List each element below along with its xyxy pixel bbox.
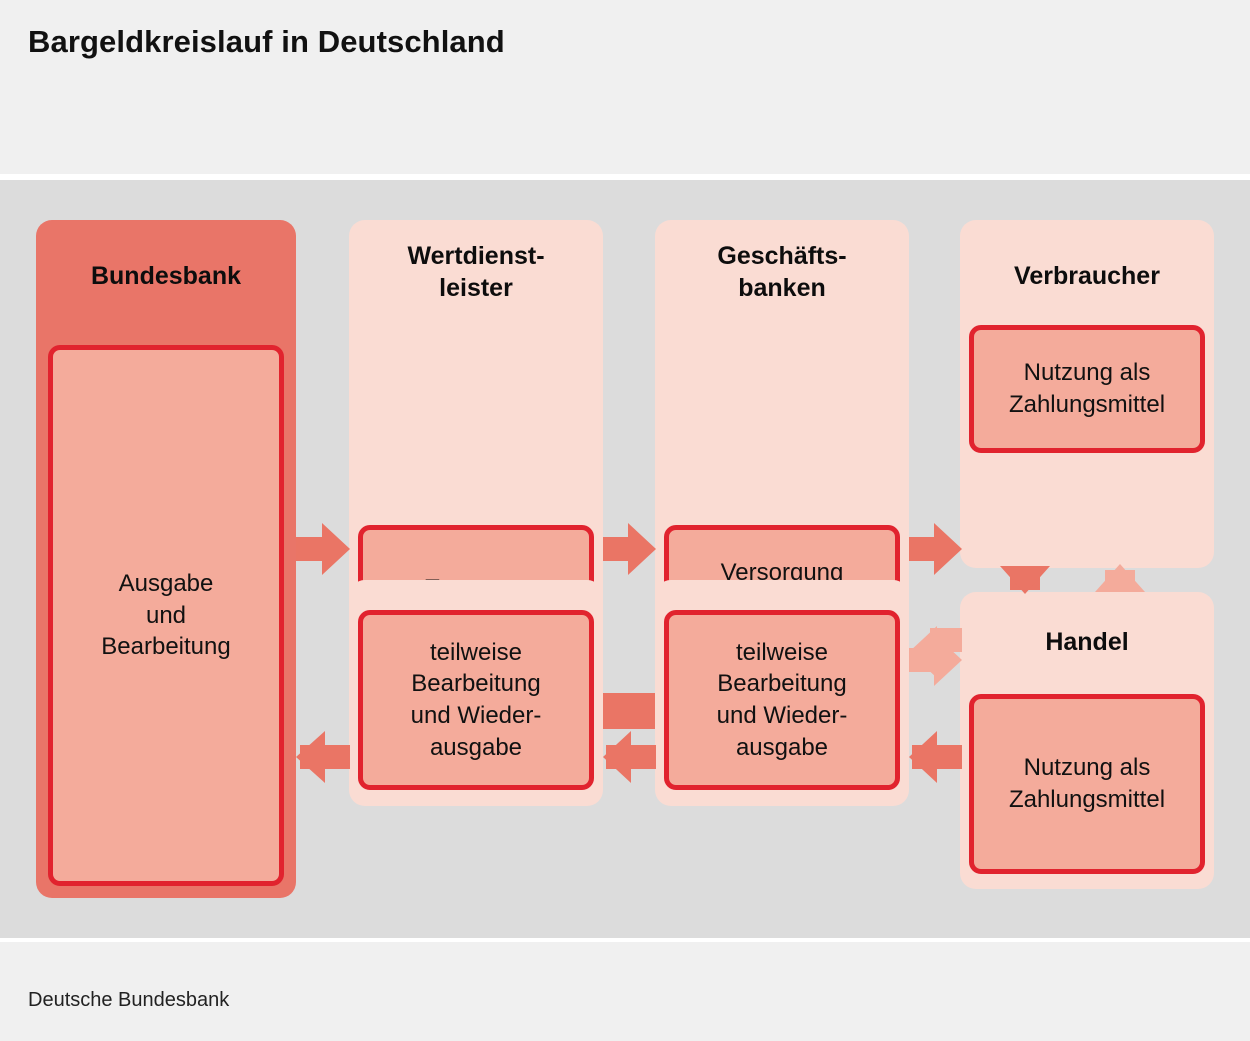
column-title-line: leister [439, 274, 513, 302]
header-band: Bargeldkreislauf in Deutschland [0, 0, 1250, 174]
column-title-line: Geschäfts- [717, 242, 847, 270]
column-title-line: banken [738, 274, 826, 302]
flow-verbraucher-to-handel [1000, 566, 1050, 594]
column-verbraucher[interactable]: Verbraucher Nutzung als Zahlungsmittel [960, 220, 1214, 568]
flow-handel-to-verbraucher [1095, 564, 1145, 592]
page-title: Bargeldkreislauf in Deutschland [28, 24, 505, 59]
box-verbraucher-zahlungsmittel[interactable]: Nutzung als Zahlungsmittel [969, 325, 1205, 453]
diagram-canvas: Bundesbank Ausgabe und Bearbeitung Wertd… [0, 180, 1250, 1041]
box-ausgabe-bearbeitung[interactable]: Ausgabe und Bearbeitung [48, 345, 284, 886]
box-gb-teilweise-wiederausgabe-text: teilweise Bearbeitung und Wieder- ausgab… [716, 638, 848, 761]
box-wdl-teilweise-wiederausgabe-text: teilweise Bearbeitung und Wieder- ausgab… [410, 638, 542, 761]
column-title-verbraucher: Verbraucher [1014, 262, 1160, 290]
flow-bundesbank-to-transport [296, 523, 350, 575]
box-verbraucher-zahlungsmittel-text: Nutzung als Zahlungsmittel [1008, 359, 1166, 418]
connector-arrow-layer [296, 523, 1145, 783]
flow-wdl-wieder-to-bundesbank [296, 731, 350, 783]
box-wdl-teilweise-wiederausgabe[interactable]: teilweise Bearbeitung und Wieder- ausgab… [358, 610, 594, 790]
flow-transport-to-versorgung [603, 523, 656, 575]
column-title-wertdienstleister: Wertdienst- leister [349, 240, 603, 304]
column-title-handel: Handel [1045, 628, 1129, 656]
flow-gb-wieder-to-wdl-wieder [603, 731, 656, 783]
column-title-bundesbank: Bundesbank [90, 262, 242, 290]
footer-band: Deutsche Bundesbank [0, 942, 1250, 1041]
box-handel-zahlungsmittel[interactable]: Nutzung als Zahlungsmittel [969, 694, 1205, 874]
flow-versorgung-to-verbraucher [909, 523, 962, 575]
flow-gb-wieder-to-handel [909, 634, 962, 686]
column-bundesbank[interactable]: Bundesbank Ausgabe und Bearbeitung [36, 220, 296, 898]
box-gb-teilweise-wiederausgabe[interactable]: teilweise Bearbeitung und Wieder- ausgab… [664, 610, 900, 790]
flow-handel-to-gb-wieder [909, 731, 962, 783]
source-attribution: Deutsche Bundesbank [28, 989, 230, 1011]
column-handel[interactable]: Handel Nutzung als Zahlungsmittel [960, 592, 1214, 889]
box-handel-zahlungsmittel-text: Nutzung als Zahlungsmittel [1008, 754, 1166, 813]
column-title-line: Wertdienst- [407, 242, 545, 270]
column-title-geschaeftsbanken: Geschäfts- banken [655, 240, 909, 304]
box-ausgabe-bearbeitung-text: Ausgabe und Bearbeitung [101, 569, 231, 661]
